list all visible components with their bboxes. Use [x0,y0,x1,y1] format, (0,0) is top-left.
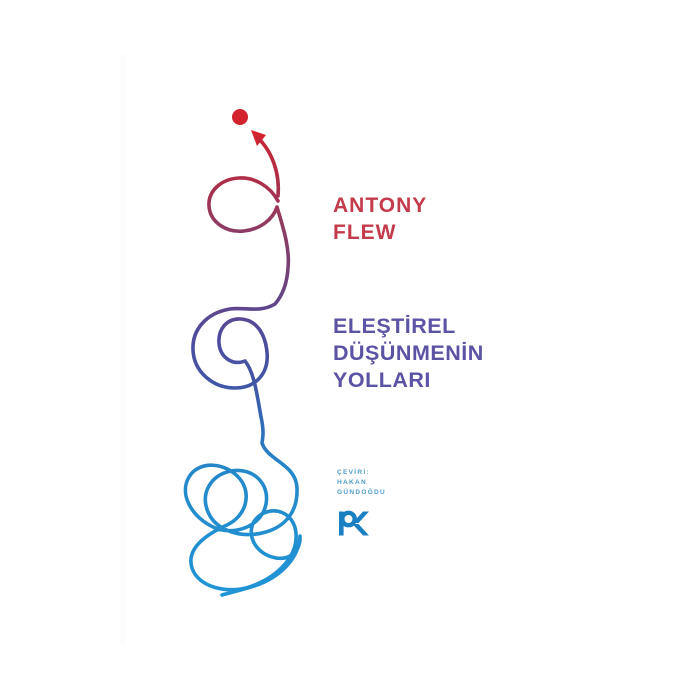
translator-name-2: GÜNDOĞDU [337,489,387,496]
author-line-1: ANTONY [333,194,428,217]
translator-name-1: HAKAN [337,479,367,486]
translator-label: ÇEVİRİ: [337,469,370,476]
logo-p-stem [339,511,344,536]
cover-edge-shade [120,55,126,645]
logo-k-lower [352,524,369,536]
title-line-1: ELEŞTİREL [333,314,456,338]
logo-k-upper [352,511,369,523]
arrow-stem-path [255,135,281,198]
thread-path [183,176,302,597]
book-title: ELEŞTİREL DÜŞÜNMENİN YOLLARI [333,313,484,394]
title-line-3: YOLLARI [333,368,431,392]
translator-credit: ÇEVİRİ: HAKAN GÜNDOĞDU [337,468,386,498]
logo-p-bowl [340,510,357,528]
publisher-logo-icon [339,510,369,536]
author-line-2: FLEW [333,221,397,244]
title-line-2: DÜŞÜNMENİN [333,341,484,365]
goal-dot-icon [232,109,248,125]
author-name: ANTONY FLEW [333,192,427,246]
